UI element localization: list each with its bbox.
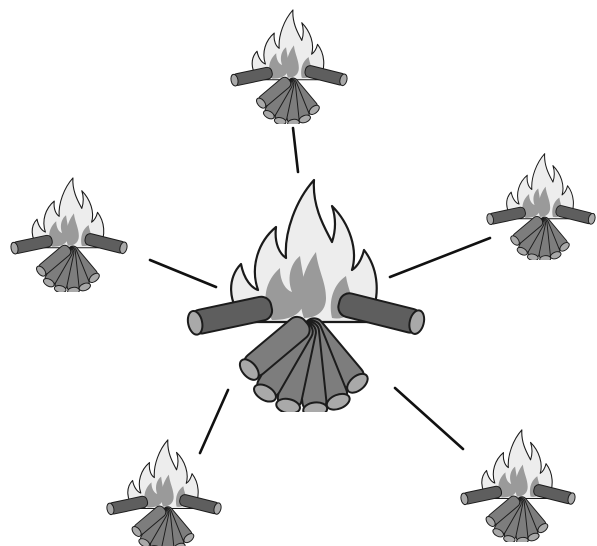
connector-line-top [293,128,298,172]
campfire-icon [230,10,348,127]
campfire-icon [186,180,427,418]
connector-line-left [150,260,216,287]
campfire-icon [106,440,222,546]
connector-line-bottom-left [200,390,228,453]
connector-line-right [390,238,490,277]
campfire-icon [486,154,596,263]
campfire-icon [460,430,576,545]
connector-line-bottom-right [395,388,463,449]
campfire-icon [10,178,128,295]
